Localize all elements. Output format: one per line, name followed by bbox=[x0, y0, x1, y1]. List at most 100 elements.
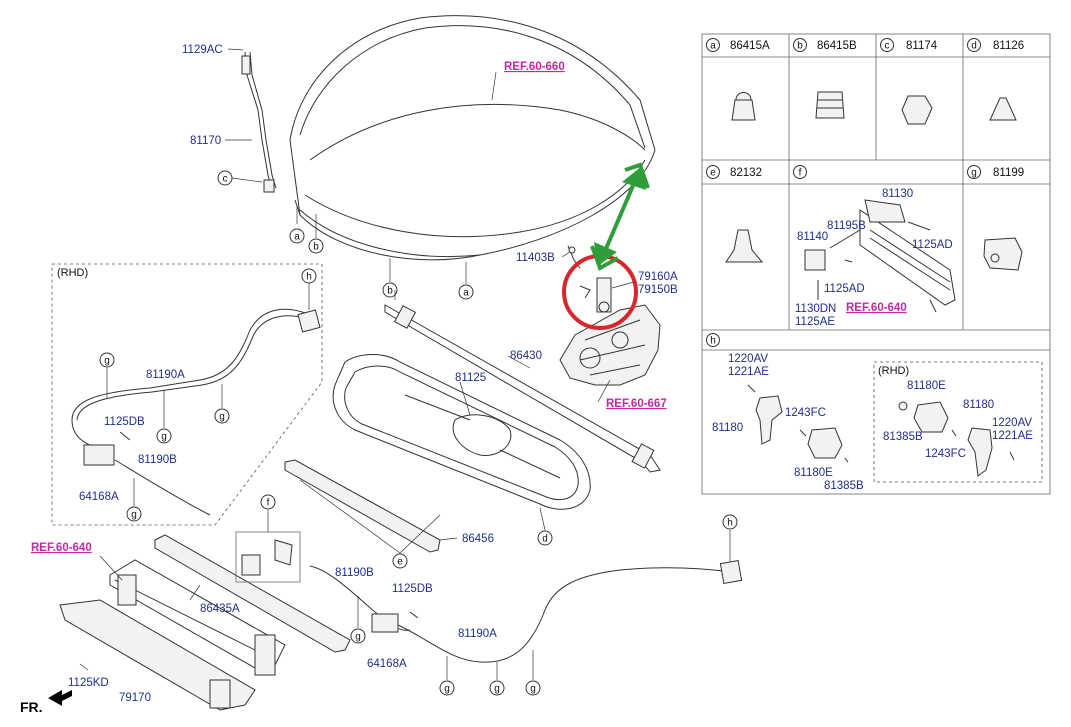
rhd-release-handle-icon bbox=[967, 427, 993, 477]
label-81180: 81180 bbox=[712, 422, 743, 434]
table-letter-a: a bbox=[710, 41, 716, 52]
label-81140: 81140 bbox=[797, 231, 828, 243]
ref-latch: REF.60-667 bbox=[606, 398, 667, 410]
label-1130DN: 1130DN bbox=[795, 303, 836, 315]
label-81170: 81170 bbox=[190, 135, 221, 147]
callout-h: h bbox=[306, 272, 312, 283]
callout-g: g bbox=[131, 510, 137, 521]
label-79160A: 79160A bbox=[638, 271, 678, 283]
label-1221AE-rhd: 1221AE bbox=[992, 430, 1033, 442]
retainer-clip-icon bbox=[725, 229, 764, 263]
callout-c: c bbox=[223, 174, 228, 185]
label-1125KD: 1125KD bbox=[68, 677, 109, 689]
latch-support-bracket bbox=[859, 209, 956, 306]
table-part-82132: 82132 bbox=[730, 167, 762, 179]
parts-table bbox=[701, 33, 1051, 495]
callout-b: b bbox=[387, 286, 393, 297]
handle-base-icon bbox=[807, 427, 843, 459]
callout-a: a bbox=[463, 288, 469, 299]
table-letter-f: f bbox=[799, 168, 802, 179]
callout-g: g bbox=[494, 684, 500, 695]
callout-g: g bbox=[104, 356, 110, 367]
front-direction-arrow bbox=[48, 690, 72, 706]
part-labels: 1129AC 81170 REF.60-660 11403B 79160A 79… bbox=[20, 44, 678, 715]
rhd-cable-box bbox=[51, 263, 323, 526]
table-letter-c: c bbox=[885, 41, 890, 52]
label-1243FC: 1243FC bbox=[785, 407, 826, 419]
callout-h: h bbox=[727, 518, 733, 529]
callout-e: e bbox=[397, 557, 403, 568]
front-label: FR. bbox=[20, 699, 43, 715]
label-1125DB-center: 1125DB bbox=[392, 583, 433, 595]
label-81130: 81130 bbox=[882, 188, 913, 200]
label-64168A-center: 64168A bbox=[367, 658, 407, 670]
clip-icon bbox=[901, 95, 933, 125]
hood-panel bbox=[289, 15, 656, 261]
label-1125AE: 1125AE bbox=[795, 316, 835, 328]
callout-f: f bbox=[267, 498, 270, 509]
label-81385B: 81385B bbox=[824, 480, 864, 492]
label-81385B-rhd: 81385B bbox=[883, 431, 923, 443]
callout-g: g bbox=[355, 632, 361, 643]
ref-hood: REF.60-660 bbox=[504, 61, 565, 73]
table-part-81199: 81199 bbox=[993, 167, 1024, 179]
bracket-detail-f bbox=[235, 510, 301, 583]
table-letter-h: h bbox=[710, 336, 716, 347]
label-81190A-left: 81190A bbox=[146, 369, 185, 381]
callout-b: b bbox=[313, 242, 319, 253]
release-handle-icon bbox=[755, 395, 783, 445]
table-part-86415A: 86415A bbox=[730, 40, 770, 52]
hood-insulator-pad bbox=[332, 354, 591, 510]
label-81180E: 81180E bbox=[794, 467, 833, 479]
label-81180E-rhd: 81180E bbox=[907, 380, 946, 392]
table-letter-e: e bbox=[710, 168, 716, 179]
label-79170: 79170 bbox=[119, 692, 151, 704]
table-part-81126: 81126 bbox=[993, 40, 1024, 52]
ref-member: REF.60-640 bbox=[31, 542, 92, 554]
label-81195B: 81195B bbox=[827, 220, 866, 232]
label-86456: 86456 bbox=[462, 533, 494, 545]
label-1243FC-rhd: 1243FC bbox=[925, 448, 966, 460]
table-row-2: e 82132 f g 81199 81130 81195B 81140 112… bbox=[706, 165, 1024, 328]
callout-g: g bbox=[530, 684, 536, 695]
label-81190A-center: 81190A bbox=[458, 628, 497, 640]
hood-latch-assembly bbox=[559, 245, 661, 386]
callout-a: a bbox=[294, 232, 300, 243]
label-1125AD-top: 1125AD bbox=[912, 239, 953, 251]
label-1125AD-bottom: 1125AD bbox=[824, 283, 865, 295]
hood-seal-strip bbox=[384, 304, 661, 473]
label-64168A-left: 64168A bbox=[79, 491, 119, 503]
label-86430: 86430 bbox=[510, 350, 542, 362]
rhd-label-table: (RHD) bbox=[878, 365, 909, 377]
push-clip-icon bbox=[989, 97, 1017, 121]
callout-markers: c a b b a h g g g g d e f h g g g g bbox=[99, 170, 738, 696]
rhd-handle-base-icon bbox=[913, 401, 949, 433]
table-row-1: a 86415A b 86415B c 81174 d 81126 bbox=[706, 38, 1024, 125]
table-part-81174: 81174 bbox=[906, 40, 938, 52]
table-part-86415B: 86415B bbox=[817, 40, 857, 52]
label-1220AV-rhd: 1220AV bbox=[992, 417, 1032, 429]
table-letter-d: d bbox=[971, 41, 977, 52]
hood-stay-rod bbox=[225, 48, 277, 193]
label-86435A: 86435A bbox=[200, 603, 240, 615]
callout-g: g bbox=[161, 432, 167, 443]
label-79150B: 79150B bbox=[638, 284, 678, 296]
front-cross-member bbox=[59, 459, 441, 711]
hood-release-cable bbox=[79, 530, 743, 680]
table-row-3: h 1220AV 1221AE 1243FC 81180 81180E 8138… bbox=[706, 333, 1043, 492]
label-81125: 81125 bbox=[455, 372, 486, 384]
label-1129AC: 1129AC bbox=[182, 44, 223, 56]
callout-g: g bbox=[444, 684, 450, 695]
cable-bracket-icon bbox=[983, 237, 1023, 271]
label-81190B-center: 81190B bbox=[335, 567, 374, 579]
label-81180-rhd: 81180 bbox=[963, 399, 994, 411]
rubber-bumper-icon bbox=[731, 92, 756, 121]
leader-lines bbox=[99, 71, 635, 601]
table-letter-g: g bbox=[971, 168, 977, 179]
label-1221AE: 1221AE bbox=[728, 366, 769, 378]
ref-member-table: REF.60-640 bbox=[846, 302, 907, 314]
stopper-icon bbox=[815, 91, 845, 119]
label-11403B: 11403B bbox=[516, 252, 555, 264]
green-double-arrow-annotation bbox=[590, 162, 650, 271]
